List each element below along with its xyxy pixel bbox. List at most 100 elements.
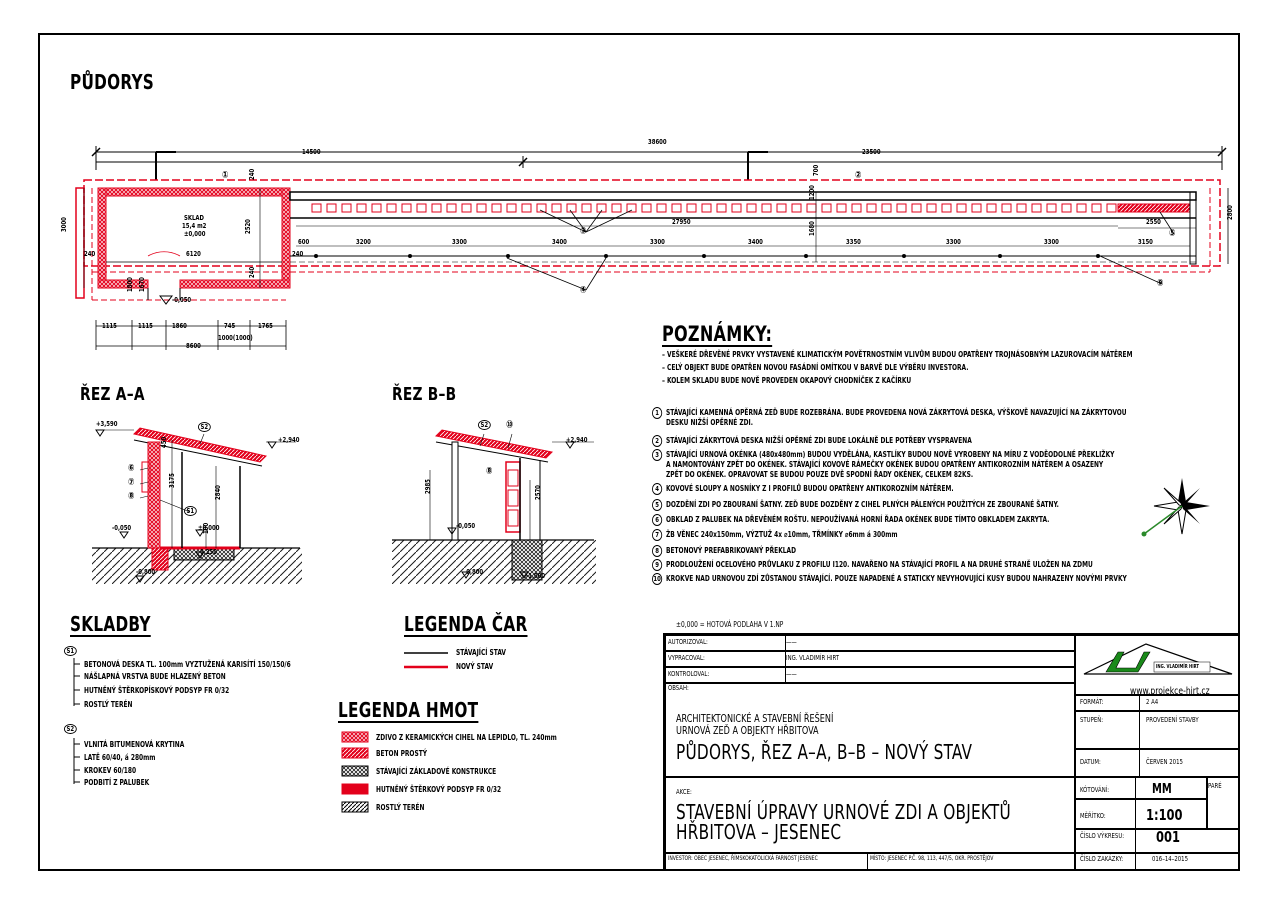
swatch-foundation xyxy=(341,765,369,777)
legend-mat-3: STÁVAJÍCÍ ZÁKLADOVÉ KONSTRUKCE xyxy=(376,767,497,776)
urn-window xyxy=(746,203,757,213)
tb-vypracoval-label: VYPRACOVAL: xyxy=(668,654,705,662)
column-marker xyxy=(506,254,510,258)
bb-h2: 2570 xyxy=(534,485,542,500)
tb-cislo-value: 001 xyxy=(1156,828,1180,846)
legend-materials-title: LEGENDA HMOT xyxy=(338,698,479,722)
dim-2550: 2550 xyxy=(1146,218,1161,226)
urn-window xyxy=(476,203,487,213)
note-3-line-2: A NAMONTOVÁNY ZPĚT DO OKÉNEK. STÁVAJÍCÍ … xyxy=(666,460,1104,469)
tb-format-label: FORMÁT: xyxy=(1080,698,1104,706)
tb-stupen-value: PROVEDENÍ STAVBY xyxy=(1146,716,1199,724)
mark-1: ① xyxy=(222,170,229,181)
s1-layer-3: HUTNĚNÝ ŠTĚRKOPÍSKOVÝ PODSYP FR 0/32 xyxy=(84,686,230,695)
urn-window xyxy=(416,203,427,213)
bb-mark-10: ⑩ xyxy=(506,418,514,431)
legend-new-label: NOVÝ STAV xyxy=(456,662,494,671)
tb-datum-label: DATUM: xyxy=(1080,758,1101,766)
dim-1680: 1680 xyxy=(808,221,816,236)
tb-meritko-value: 1:100 xyxy=(1146,806,1183,824)
tb-misto: MÍSTO: JESENEC P.Č. 98, 113, 447/5, OKR.… xyxy=(870,855,994,862)
s2-layer-2: LATĚ 60/40, á 280mm xyxy=(84,753,156,762)
tb-investor: INVESTOR: OBEC JESENEC, ŘÍMSKOKATOLICKÁ … xyxy=(668,855,818,862)
aa-h3: 450 xyxy=(160,436,168,448)
tb-cislo-label: ČÍSLO VÝKRESU: xyxy=(1080,832,1125,840)
urn-window xyxy=(1106,203,1117,213)
note-general-1: – VEŠKERÉ DŘEVĚNÉ PRVKY VYSTAVENÉ KLIMAT… xyxy=(662,350,1133,359)
urn-window xyxy=(836,203,847,213)
tb-stupen-label: STUPEŇ: xyxy=(1080,716,1104,724)
urn-window xyxy=(596,203,607,213)
urn-window xyxy=(971,203,982,213)
note-number-1: 1 xyxy=(652,407,663,419)
column-marker xyxy=(804,254,808,258)
urn-window xyxy=(341,203,352,213)
legend-existing-label: STÁVAJÍCÍ STAV xyxy=(456,648,507,657)
legend-lines-title: LEGENDA ČAR xyxy=(404,612,528,636)
legend-mat-2: BETON PROSTÝ xyxy=(376,749,428,758)
urn-window xyxy=(1031,203,1042,213)
aa-mark-6: ⑥ xyxy=(128,463,135,474)
note-number-3: 3 xyxy=(652,449,663,461)
mark-9: ⑨ xyxy=(1157,278,1164,289)
bottom-dim-1: 1115 xyxy=(102,322,117,330)
aa-lv-fnd: -0,800 xyxy=(136,568,156,576)
dim-27950: 27950 xyxy=(672,218,691,226)
dim-240d: 240 xyxy=(248,266,256,278)
urn-window xyxy=(926,203,937,213)
bb-lv-out: -0,050 xyxy=(456,522,476,530)
urn-window xyxy=(776,203,787,213)
note-number-8: 8 xyxy=(652,545,663,557)
note-1-line-1: STÁVAJÍCÍ KAMENNÁ OPĚRNÁ ZEĎ BUDE ROZEBR… xyxy=(666,408,1127,417)
dim-240c: 240 xyxy=(292,250,304,258)
urn-window xyxy=(536,203,547,213)
tb-autorizoval-label: AUTORIZOVAL: xyxy=(668,638,708,646)
notes-title: POZNÁMKY: xyxy=(662,322,773,346)
aa-mark-8: ⑧ xyxy=(128,491,135,502)
door-dim: 1000(1000) xyxy=(218,334,253,342)
skladby-title: SKLADBY xyxy=(70,612,151,636)
spacing-4: 3300 xyxy=(650,238,665,246)
aa-h1: 3175 xyxy=(168,473,176,488)
column-marker xyxy=(702,254,706,258)
bottom-dim-5: 1765 xyxy=(258,322,273,330)
urn-window xyxy=(1001,203,1012,213)
note-6-line-1: OBKLAD Z PALUBEK NA DŘEVĚNÉM ROŠTU. NEPO… xyxy=(666,515,1050,524)
room-width: 6120 xyxy=(186,250,201,258)
company-logo xyxy=(1083,643,1233,675)
tb-akce-label: AKCE: xyxy=(676,788,692,796)
urn-window xyxy=(791,203,802,213)
bb-h1: 2985 xyxy=(424,479,432,494)
note-9-line-1: PRODLOUŽENÍ OCELOVÉHO PRŮVLAKU Z PROFILU… xyxy=(666,560,1093,569)
column-marker xyxy=(1096,254,1100,258)
tb-kontroloval-label: KONTROLOVAL: xyxy=(668,670,710,678)
spacing-3: 3400 xyxy=(552,238,567,246)
bottom-dim-4: 745 xyxy=(224,322,236,330)
bb-s2: S2 xyxy=(478,420,491,430)
urn-window xyxy=(611,203,622,213)
note-number-5: 5 xyxy=(652,499,663,511)
skladby-brackets xyxy=(73,658,80,784)
room-area: 15,4 m2 xyxy=(182,222,207,230)
aa-h4: 100 xyxy=(202,522,210,534)
urn-window xyxy=(356,203,367,213)
urn-window xyxy=(1091,203,1102,213)
tb-kotovani-label: KÓTOVÁNÍ: xyxy=(1080,786,1110,794)
dim-3000: 3000 xyxy=(60,217,68,232)
urn-window xyxy=(671,203,682,213)
urn-window xyxy=(941,203,952,213)
aa-lv-right: +2,940 xyxy=(278,436,300,444)
tb-kontroloval-value: —— xyxy=(786,670,797,678)
note-3-line-1: STÁVAJÍCÍ URNOVÁ OKÉNKA (480x480mm) BUDO… xyxy=(666,450,1115,459)
urn-window xyxy=(911,203,922,213)
spacing-7: 3300 xyxy=(946,238,961,246)
note-number-2: 2 xyxy=(652,435,663,447)
aa-h2: 2840 xyxy=(214,485,222,500)
tb-vypracoval-value: ING. VLADIMÍR HIRT xyxy=(786,654,840,662)
aa-lv-top: +3,590 xyxy=(96,420,118,428)
spacing-5: 3400 xyxy=(748,238,763,246)
note-general-3: – KOLEM SKLADU BUDE NOVĚ PROVEDEN OKAPOV… xyxy=(662,376,912,385)
column-marker xyxy=(314,254,318,258)
note-number-7: 7 xyxy=(652,529,663,541)
s2-layer-1: VLNITÁ BITUMENOVÁ KRYTINA xyxy=(84,740,185,749)
